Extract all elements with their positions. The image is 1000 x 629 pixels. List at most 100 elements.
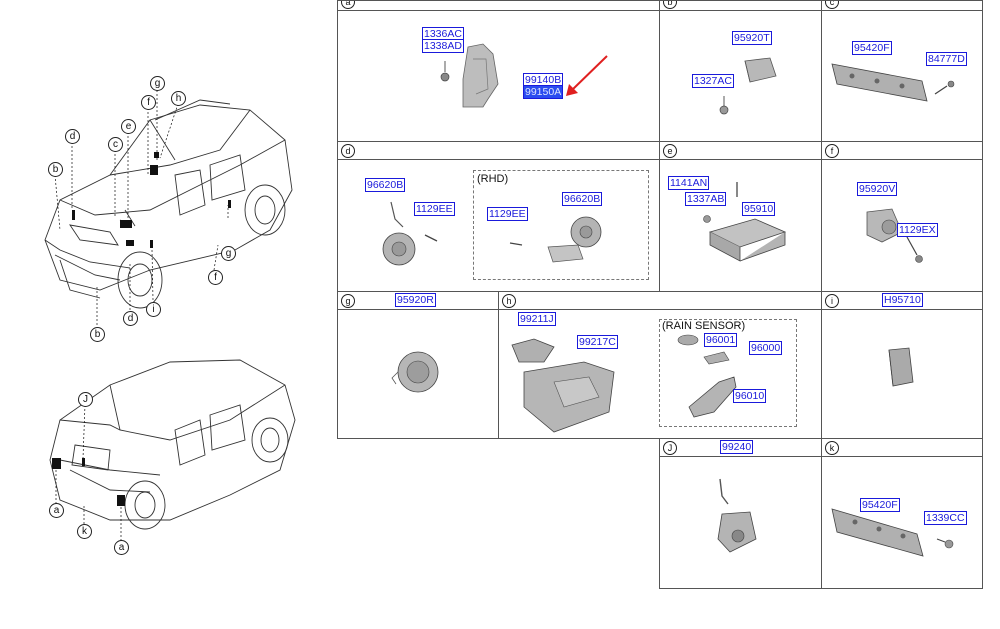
rhd-label: (RHD) [477,173,509,185]
rear-car-drawing [49,359,296,530]
bracket-part-drawing [440,43,499,108]
callout-f[interactable]: f [141,95,156,110]
callout-h[interactable]: h [171,91,186,106]
callout-d-2[interactable]: d [123,311,138,326]
cell-j-header: J 99240 [660,439,821,457]
side-sensor-drawing [866,208,923,263]
cell-k-header: k [822,439,982,457]
part-code-1338ad[interactable]: 1338AD [422,39,464,53]
cell-letter-c: c [825,1,839,9]
callout-a[interactable]: a [49,503,64,518]
cell-h: h (RAIN SENSOR) 99211J 99217C 96001 9600… [498,291,822,439]
cell-letter-i: i [825,294,839,308]
callout-d[interactable]: d [65,129,80,144]
callout-a-2[interactable]: a [114,540,129,555]
part-code-95920t[interactable]: 95920T [732,31,772,45]
cell-d-header: d [338,142,659,160]
rear-car-leaders [55,404,122,545]
part-code-1129ee[interactable]: 1129EE [414,202,455,216]
rear-camera-drawing [717,478,757,553]
part-code-1129ex[interactable]: 1129EX [897,223,938,237]
bracket-bar-drawing [831,63,955,102]
cell-k: k 95420F 1339CC [821,438,983,589]
module-part-drawing [703,182,787,262]
cell-letter-g: g [341,294,355,308]
callout-c[interactable]: c [108,137,123,152]
rear-car-markers [52,458,125,506]
cell-c-header: c [822,1,982,11]
part-code-1327ac[interactable]: 1327AC [692,74,734,88]
part-code-95910[interactable]: 95910 [742,202,776,216]
cell-letter-j: J [663,441,677,455]
callout-f-2[interactable]: f [208,270,223,285]
callout-k[interactable]: k [77,524,92,539]
part-code-96000[interactable]: 96000 [749,341,783,355]
cell-g-header: g 95920R [338,292,498,310]
part-code-1339cc[interactable]: 1339CC [924,511,967,525]
rear-bracket-bar-drawing [831,508,954,557]
part-code-96620b[interactable]: 96620B [365,178,406,192]
horn-lhd-drawing [382,201,438,266]
front-car-leaders [54,90,229,325]
cell-h-header: h [499,292,821,310]
callout-b[interactable]: b [48,162,63,177]
cell-letter-h: h [502,294,516,308]
cell-b-header: b [660,1,821,11]
sensor-part-drawing [719,57,777,115]
cell-letter-k: k [825,441,839,455]
vehicle-drawings [44,90,296,545]
callout-g[interactable]: g [150,76,165,91]
cell-i: i H95710 [821,291,983,439]
cell-letter-a: a [341,1,355,9]
cell-g: g 95920R [337,291,499,439]
part-code-1141an[interactable]: 1141AN [668,176,710,190]
cell-d: d (RHD) 96620B 1129EE 1129EE 96620B [337,141,660,292]
part-code-95920r[interactable]: 95920R [395,293,436,307]
part-code-95920v[interactable]: 95920V [857,182,898,196]
cell-e: e 1141AN 1337AB 95910 [659,141,822,292]
part-code-84777d[interactable]: 84777D [926,52,967,66]
cell-letter-b: b [663,1,677,9]
rain-sensor-drawing [677,334,737,418]
part-code-1129ee-rhd[interactable]: 1129EE [487,207,528,221]
rhd-group-frame [473,170,649,280]
parts-grid: a 1336AC 1338AD 99140B 99150A b 95920T 1… [337,0,983,590]
part-code-99150a-selected[interactable]: 99150A [523,85,564,99]
rain-sensor-group-frame [659,319,797,427]
front-car-drawing [44,99,293,309]
callout-j[interactable]: J [78,392,93,407]
callout-b-2[interactable]: b [90,327,105,342]
part-code-h95710[interactable]: H95710 [882,293,923,307]
cell-f: f 95920V 1129EX [821,141,983,292]
callout-g-2[interactable]: g [221,246,236,261]
front-car-markers [72,152,231,248]
rain-sensor-label: (RAIN SENSOR) [662,320,746,332]
cell-c: c 95420F 84777D [821,0,983,142]
cell-f-header: f [822,142,982,160]
part-code-96001[interactable]: 96001 [704,333,738,347]
cell-letter-f: f [825,144,839,158]
vehicle-location-panel: g f h d e c b g f b d i J a k a [0,0,330,629]
part-code-96620b-rhd[interactable]: 96620B [562,192,603,206]
part-code-99211j[interactable]: 99211J [518,312,556,326]
part-code-96010[interactable]: 96010 [733,389,767,403]
part-code-95420f[interactable]: 95420F [852,41,892,55]
cell-letter-e: e [663,144,677,158]
cell-j: J 99240 [659,438,822,589]
cell-b: b 95920T 1327AC [659,0,822,142]
red-arrow-indicator [566,55,608,96]
horn-rhd-drawing [509,216,602,263]
part-code-99217c[interactable]: 99217C [577,335,618,349]
switch-part-drawing [888,347,914,387]
callout-e[interactable]: e [121,119,136,134]
part-code-95420f-k[interactable]: 95420F [860,498,900,512]
cell-i-header: i H95710 [822,292,982,310]
round-sensor-drawing [391,351,439,393]
cell-a: a 1336AC 1338AD 99140B 99150A [337,0,660,142]
cell-letter-d: d [341,144,355,158]
part-code-1337ab[interactable]: 1337AB [685,192,727,206]
cell-e-header: e [660,142,821,160]
camera-housing-drawing [511,338,615,433]
part-code-99240[interactable]: 99240 [720,440,754,454]
callout-i[interactable]: i [146,302,161,317]
